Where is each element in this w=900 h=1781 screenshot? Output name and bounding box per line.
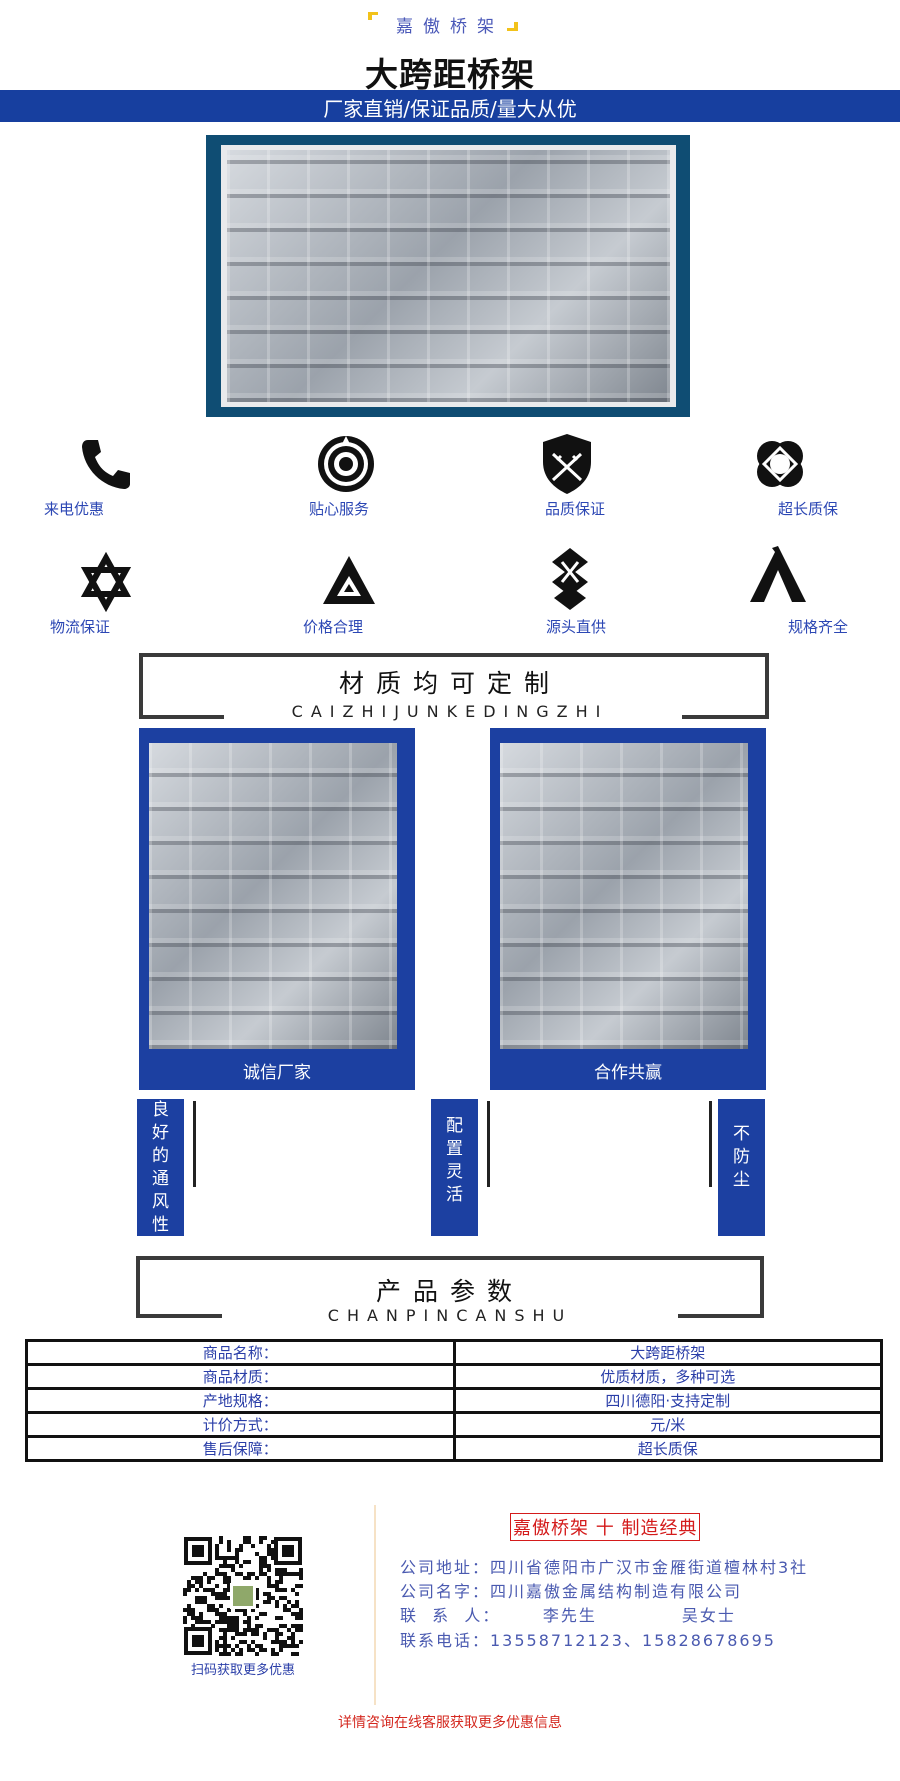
param-label: 商品材质： (25, 1363, 456, 1390)
vertical-tag: 配置灵活 (431, 1099, 478, 1236)
param-value: 超长质保 (452, 1435, 883, 1462)
param-label: 产地规格： (25, 1387, 456, 1414)
feature-label: 物流保证 (49, 618, 110, 636)
product-photo (149, 743, 397, 1049)
param-value: 元/米 (452, 1411, 883, 1438)
param-label: 计价方式： (25, 1411, 456, 1438)
brand-name: 嘉傲桥架 (396, 17, 504, 37)
feature-label: 超长质保 (777, 500, 838, 518)
slogan-banner (0, 90, 900, 122)
mountain-icon (748, 544, 808, 604)
footer-divider (374, 1505, 376, 1705)
section-title: 材质均可定制 (338, 669, 561, 698)
brand-corner-mark (368, 12, 372, 20)
divider-line (193, 1101, 196, 1187)
feature-label: 价格合理 (302, 618, 363, 636)
feature-label: 品质保证 (544, 500, 605, 518)
company-address: 公司地址：四川省德阳市广汉市金雁街道檀林村3社 (400, 1558, 809, 1577)
product-photo (500, 743, 748, 1049)
brand-corner-mark (507, 28, 518, 31)
feature-label: 来电优惠 (43, 500, 104, 518)
brand-corner-mark (514, 22, 518, 31)
vertical-tag-text: 良好的通风性 (152, 1100, 169, 1235)
divider-line (709, 1101, 712, 1187)
banner-text: 厂家直销/保证品质/量大从优 (323, 97, 577, 121)
target-icon (316, 434, 376, 494)
table-row: 计价方式：元/米 (25, 1411, 883, 1438)
card-caption: 诚信厂家 (243, 1063, 311, 1083)
qr-code[interactable] (182, 1535, 304, 1657)
chain-icon (540, 546, 600, 610)
triangle-icon (319, 552, 379, 612)
vertical-tag: 不防尘 (718, 1099, 765, 1236)
section-subtitle: CAIZHIJUNKEDINGZHI (291, 702, 609, 721)
phone-icon (76, 434, 136, 494)
table-row: 商品名称：大跨距桥架 (25, 1339, 883, 1366)
feature-label: 规格齐全 (787, 618, 848, 636)
shield-icon (537, 432, 597, 494)
vertical-tag-text: 不防尘 (733, 1124, 750, 1190)
table-row: 商品材质：优质材质，多种可选 (25, 1363, 883, 1390)
table-row: 产地规格：四川德阳·支持定制 (25, 1387, 883, 1414)
section-title: 产品参数 (375, 1277, 524, 1306)
feature-label: 源头直供 (545, 618, 606, 636)
contact-phone[interactable]: 联系电话：13558712123、15828678695 (400, 1631, 776, 1650)
hero-product-photo (227, 150, 670, 402)
contact-persons: 联 系 人： 李先生 吴女士 (400, 1606, 736, 1625)
section-subtitle: CHANPINCANSHU (327, 1306, 573, 1325)
brand-corner-mark (368, 12, 378, 15)
params-table: 商品名称：大跨距桥架商品材质：优质材质，多种可选产地规格：四川德阳·支持定制计价… (25, 1339, 883, 1462)
brand-slogan: 嘉傲桥架 十 制造经典 (510, 1513, 701, 1541)
vertical-tag-text: 配置灵活 (446, 1116, 463, 1205)
page-title: 大跨距桥架 (365, 55, 535, 94)
hexagram-icon (76, 551, 136, 613)
card-caption: 合作共赢 (594, 1063, 662, 1083)
knot-icon (750, 434, 810, 494)
vertical-tag: 良好的通风性 (137, 1099, 184, 1236)
divider-line (487, 1101, 490, 1187)
feature-label: 贴心服务 (308, 500, 369, 518)
param-value: 大跨距桥架 (452, 1339, 883, 1366)
param-value: 优质材质，多种可选 (452, 1363, 883, 1390)
table-row: 售后保障：超长质保 (25, 1435, 883, 1462)
param-label: 售后保障： (25, 1435, 456, 1462)
qr-caption: 扫码获取更多优惠 (190, 1663, 295, 1678)
param-value: 四川德阳·支持定制 (452, 1387, 883, 1414)
company-name: 公司名字：四川嘉傲金属结构制造有限公司 (400, 1582, 743, 1601)
param-label: 商品名称： (25, 1339, 456, 1366)
footer-note: 详情咨询在线客服获取更多优惠信息 (338, 1715, 562, 1731)
